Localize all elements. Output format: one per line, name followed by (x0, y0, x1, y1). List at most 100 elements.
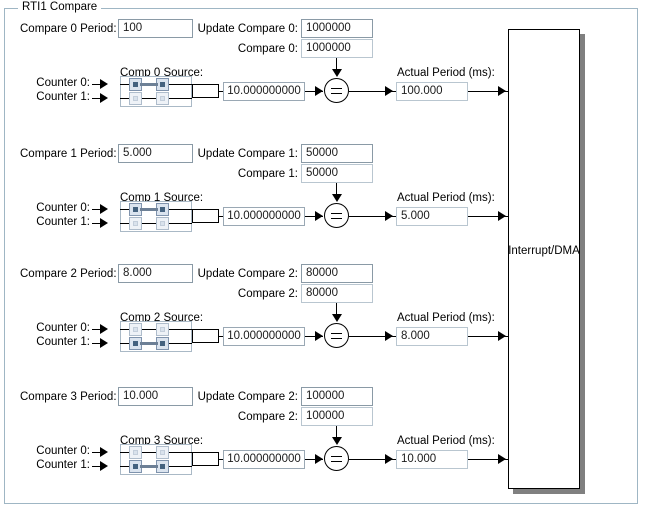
actual-period-label: Actual Period (ms): (397, 67, 495, 79)
actual-period-label: Actual Period (ms): (397, 192, 495, 204)
actual-period-output: 8.000 (396, 327, 468, 346)
clock-to-comparator-wire (305, 216, 323, 217)
source-merge-box (192, 209, 219, 223)
actual-to-sink-wire (468, 91, 508, 92)
source-merge-box (192, 329, 219, 343)
comparator-to-actual-arrow-icon (385, 331, 393, 341)
compare-period-label: Compare 3 Period: (20, 391, 117, 403)
update-compare-label: Update Compare 2: (197, 391, 298, 403)
update-compare-input[interactable]: 1000000 (301, 19, 373, 38)
comparator-to-actual-arrow-icon (385, 86, 393, 96)
counter0-arrow-icon (100, 447, 108, 457)
counter0-arrow-icon (100, 324, 108, 334)
switch-connection-bar (140, 83, 158, 86)
counter0-wire (92, 452, 102, 453)
comparator-equals (324, 78, 349, 103)
comparator-to-actual-wire (349, 216, 396, 217)
switch-node-c0-a[interactable] (129, 446, 142, 459)
clock-to-comparator-arrow-icon (315, 331, 323, 341)
clock-to-comparator-arrow-icon (315, 86, 323, 96)
compare-value-label: Compare 0: (237, 43, 298, 55)
comparator-to-actual-wire (349, 459, 396, 460)
switch-node-c1-b[interactable] (156, 92, 169, 105)
interrupt-dma-label: Interrupt/DMA (508, 245, 580, 257)
clock-to-comparator-wire (305, 91, 323, 92)
switch-node-c0-a[interactable] (129, 323, 142, 336)
compare-to-comparator-wire (336, 183, 337, 199)
counter0-wire (92, 329, 102, 330)
switch-node-c0-a[interactable] (129, 78, 142, 91)
comparator-equals (324, 446, 349, 471)
update-compare-label: Update Compare 0: (197, 23, 298, 35)
compare-period-input[interactable]: 100 (118, 19, 193, 38)
compare-to-comparator-wire (336, 58, 337, 74)
clock-period-output: 10.000000000 (223, 207, 305, 226)
actual-period-output: 5.000 (396, 207, 468, 226)
compare-value-output: 50000 (301, 164, 373, 183)
interrupt-dma-shadow-bottom (513, 489, 585, 494)
counter1-wire (92, 98, 102, 99)
source-merge-box (192, 452, 219, 466)
actual-period-output: 10.000 (396, 450, 468, 469)
switch-connection-bar (140, 208, 158, 211)
comparator-to-actual-wire (349, 91, 396, 92)
counter1-wire (92, 223, 102, 224)
counter1-arrow-icon (100, 338, 108, 348)
compare-value-output: 80000 (301, 284, 373, 303)
compare-period-input[interactable]: 5.000 (118, 144, 193, 163)
actual-to-sink-wire (468, 459, 508, 460)
update-compare-input[interactable]: 100000 (301, 387, 373, 406)
counter0-label: Counter 0: (36, 77, 90, 89)
switch-node-c0-b[interactable] (156, 446, 169, 459)
clock-to-comparator-wire (305, 459, 323, 460)
counter1-label: Counter 1: (36, 91, 90, 103)
counter1-label: Counter 1: (36, 336, 90, 348)
compare-to-comparator-arrow-icon (332, 314, 342, 322)
switch-node-c1-a[interactable] (129, 92, 142, 105)
counter1-wire (92, 343, 102, 344)
update-compare-input[interactable]: 50000 (301, 144, 373, 163)
counter0-label: Counter 0: (36, 202, 90, 214)
clock-period-output: 10.000000000 (223, 450, 305, 469)
actual-period-label: Actual Period (ms): (397, 312, 495, 324)
counter0-wire (92, 84, 102, 85)
actual-to-sink-arrow-icon (498, 86, 506, 96)
counter1-label: Counter 1: (36, 216, 90, 228)
compare-value-label: Compare 2: (237, 411, 298, 423)
source-merge-box (192, 84, 219, 98)
actual-to-sink-arrow-icon (498, 331, 506, 341)
counter1-label: Counter 1: (36, 459, 90, 471)
counter1-arrow-icon (100, 93, 108, 103)
counter0-arrow-icon (100, 79, 108, 89)
counter1-arrow-icon (100, 461, 108, 471)
switch-node-c1-b[interactable] (156, 217, 169, 230)
counter0-label: Counter 0: (36, 322, 90, 334)
actual-to-sink-arrow-icon (498, 211, 506, 221)
compare-to-comparator-wire (336, 303, 337, 319)
switch-node-c0-b[interactable] (156, 323, 169, 336)
comparator-equals (324, 323, 349, 348)
compare-value-label: Compare 2: (237, 288, 298, 300)
compare-value-label: Compare 1: (237, 168, 298, 180)
clock-to-comparator-wire (305, 336, 323, 337)
interrupt-dma-shadow-right (580, 34, 585, 494)
compare-period-input[interactable]: 8.000 (118, 264, 193, 283)
comparator-to-actual-arrow-icon (385, 454, 393, 464)
update-compare-input[interactable]: 80000 (301, 264, 373, 283)
compare-period-label: Compare 2 Period: (20, 268, 117, 280)
switch-node-c1-a[interactable] (129, 217, 142, 230)
switch-connection-bar (140, 465, 158, 468)
clock-to-comparator-arrow-icon (315, 211, 323, 221)
actual-period-label: Actual Period (ms): (397, 435, 495, 447)
groupbox-title: RTI1 Compare (18, 1, 102, 13)
counter1-wire (92, 466, 102, 467)
comparator-equals (324, 203, 349, 228)
switch-connection-bar (140, 342, 158, 345)
counter1-arrow-icon (100, 218, 108, 228)
update-compare-label: Update Compare 1: (197, 148, 298, 160)
comparator-to-actual-wire (349, 336, 396, 337)
compare-period-input[interactable]: 10.000 (118, 387, 193, 406)
actual-to-sink-wire (468, 216, 508, 217)
clock-to-comparator-arrow-icon (315, 454, 323, 464)
